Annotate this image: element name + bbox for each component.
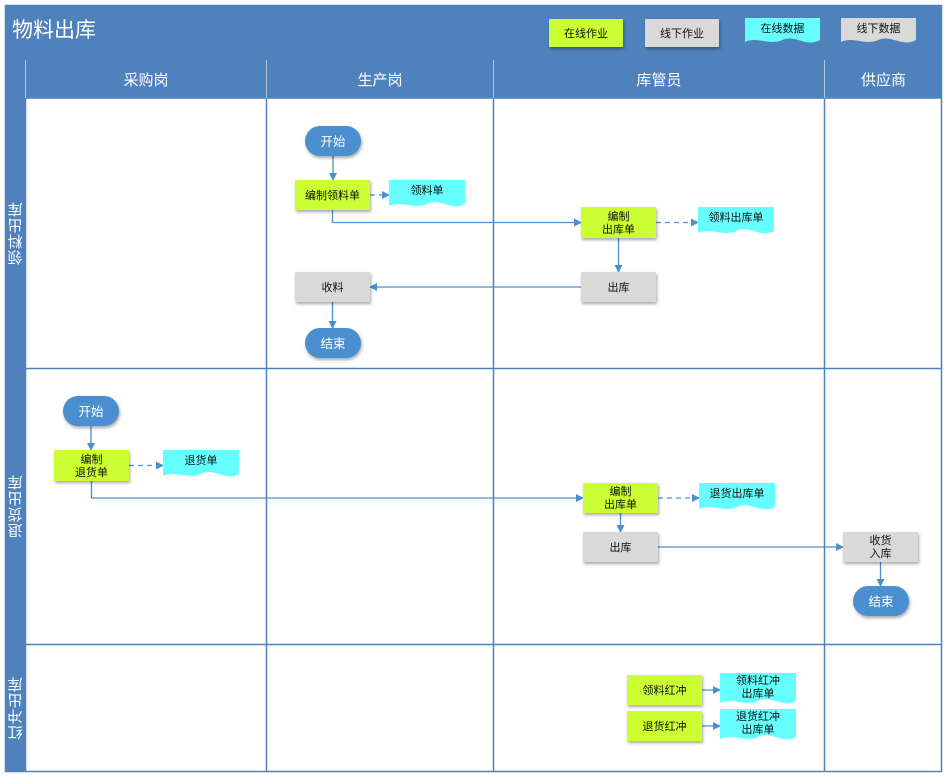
outbound-label-1: 出库 <box>607 280 630 294</box>
legend-offline-data: 线下数据 <box>841 18 916 46</box>
return-red-reversal-task: 退货红冲 <box>627 711 702 741</box>
legend-offline-task-label: 线下作业 <box>660 26 704 40</box>
compile-requisition-label: 编制领料单 <box>305 188 360 202</box>
return-doc-label: 退货单 <box>184 454 218 467</box>
requisition-doc: 领料单 <box>389 180 465 210</box>
row-label-column <box>5 98 25 772</box>
compile-outbound-label-1: 编制 出库单 <box>602 209 635 236</box>
requisition-outbound-doc: 领料出库单 <box>698 207 774 237</box>
legend-online-task-label: 在线作业 <box>564 26 608 40</box>
return-doc: 退货单 <box>163 450 239 480</box>
end-node: 结束 <box>853 586 909 616</box>
legend-online-data-label: 在线数据 <box>760 22 805 35</box>
outbound-task-2: 出库 <box>583 532 658 562</box>
compile-outbound-task-1: 编制 出库单 <box>581 207 656 238</box>
outbound-task-1: 出库 <box>581 272 656 302</box>
receive-inbound-task: 收货 入库 <box>843 532 918 562</box>
compile-return-task: 编制 退货单 <box>54 450 129 481</box>
requisition-outbound-doc-label: 领料出库单 <box>708 211 764 224</box>
compile-requisition-task: 编制领料单 <box>295 180 370 210</box>
return-red-reversal-label: 退货红冲 <box>642 719 687 733</box>
return-outbound-doc-label: 退货出库单 <box>709 487 765 500</box>
compile-outbound-label-2: 编制 出库单 <box>604 485 637 511</box>
compile-return-label: 编制 退货单 <box>75 452 108 479</box>
return-red-reversal-doc: 退货红冲 出库单 <box>720 709 796 743</box>
requisition-red-reversal-task: 领料红冲 <box>627 675 702 705</box>
lane-header-supplier: 供应商 <box>860 70 906 89</box>
end-label: 结束 <box>868 593 894 609</box>
legend-online-task: 在线作业 <box>549 19 623 47</box>
lane-header-production: 生产岗 <box>357 70 403 89</box>
document-shape-icon <box>841 18 916 43</box>
legend-offline-task: 线下作业 <box>645 19 719 47</box>
lane-header-bar <box>5 60 942 98</box>
requisition-red-reversal-label: 领料红冲 <box>642 683 687 697</box>
start-node: 开始 <box>305 126 361 156</box>
start-label: 开始 <box>320 133 346 149</box>
requisition-red-reversal-doc: 领料红冲 出库单 <box>720 673 796 707</box>
receive-inbound-label: 收货 入库 <box>869 534 892 560</box>
outer-border <box>4 4 943 773</box>
document-shape-icon <box>720 673 796 704</box>
end-label: 结束 <box>320 335 346 351</box>
end-node: 结束 <box>305 328 361 358</box>
lane-header-purchasing: 采购岗 <box>123 70 169 89</box>
requisition-doc-label: 领料单 <box>410 184 444 197</box>
document-shape-icon <box>389 180 465 207</box>
legend-offline-data-label: 线下数据 <box>856 22 901 35</box>
diagram-title: 物料出库 <box>12 18 96 42</box>
start-label: 开始 <box>78 403 104 419</box>
start-node: 开始 <box>63 396 119 426</box>
receive-material-label: 收料 <box>321 280 344 294</box>
document-shape-icon <box>720 709 796 740</box>
return-outbound-doc: 退货出库单 <box>699 483 775 513</box>
legend-online-data: 在线数据 <box>745 18 820 46</box>
document-shape-icon <box>698 207 774 234</box>
receive-material-task: 收料 <box>295 272 370 302</box>
connector-compile_return-to-compile_out2 <box>90 481 584 502</box>
lane-header-warehouse-keeper: 库管员 <box>636 70 682 89</box>
document-shape-icon <box>699 483 775 510</box>
document-shape-icon <box>163 450 239 477</box>
connector-compile_pick-to-compile_out1 <box>331 210 582 227</box>
return-red-reversal-doc-label: 退货红冲 出库单 <box>736 710 780 736</box>
document-shape-icon <box>745 18 820 43</box>
outbound-label-2: 出库 <box>609 540 632 554</box>
compile-outbound-task-2: 编制 出库单 <box>583 483 658 513</box>
requisition-red-reversal-doc-label: 领料红冲 出库单 <box>736 674 780 700</box>
